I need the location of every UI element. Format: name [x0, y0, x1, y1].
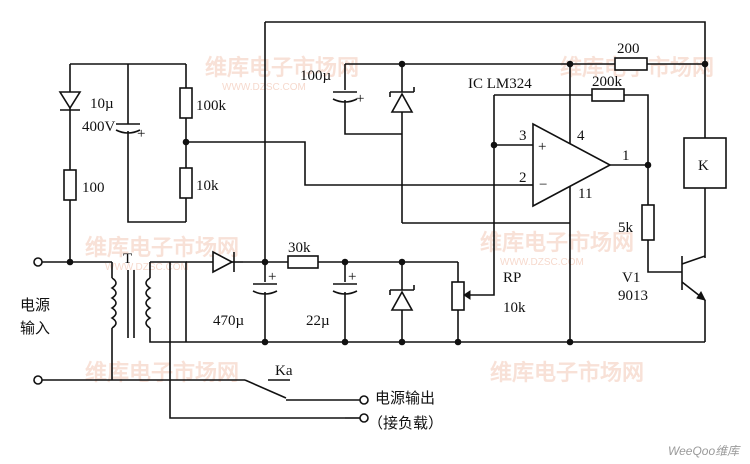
label-rp: RP [503, 270, 521, 286]
watermark-4: 维库电子市场网 [480, 230, 634, 256]
junction [398, 338, 406, 346]
resistor-10k [179, 167, 193, 199]
junction [398, 258, 406, 266]
label-rp-value: 10k [503, 300, 526, 316]
output-terminal-1 [359, 395, 369, 405]
brand-logo: WeeQoo维库 [668, 444, 741, 458]
label-r10k: 10k [196, 178, 219, 194]
transformer [110, 270, 152, 338]
resistor-100 [63, 169, 77, 201]
cap-100u-plus: + [356, 91, 364, 107]
capacitor-22u [332, 283, 358, 298]
watermark-5: 维库电子市场网 [85, 360, 239, 386]
label-c10u: 10µ [90, 96, 114, 112]
cap-22u-plus: + [348, 269, 356, 285]
junction [566, 338, 574, 346]
label-relay: K [698, 158, 709, 174]
junction [261, 338, 269, 346]
label-r30k: 30k [288, 240, 311, 256]
junctions [66, 60, 709, 346]
pin-2: 2 [519, 170, 527, 186]
watermarks: 维库电子市场网 WWW.DZSC.COM 维库电子市场网 维库电子市场网 WWW… [85, 55, 714, 386]
label-c470u: 470µ [213, 313, 245, 329]
junction [454, 338, 462, 346]
resistor-200 [614, 57, 648, 71]
resistor-5k [641, 204, 655, 241]
diode-input [58, 91, 82, 118]
input-terminal-2 [33, 375, 43, 385]
label-r100k: 100k [196, 98, 227, 114]
label-switch: Ka [275, 363, 293, 379]
junction [566, 60, 574, 68]
output-terminal-2 [359, 413, 369, 423]
resistor-30k [287, 255, 319, 269]
opamp-plus: + [538, 139, 546, 155]
watermark-6: 维库电子市场网 [490, 360, 644, 386]
zener-top [389, 87, 415, 113]
label-c10u-voltage: 400V [82, 119, 116, 135]
junction [644, 161, 652, 169]
label-c100u: 100µ [300, 68, 332, 84]
opamp-lm324 [520, 122, 612, 208]
input-terminal-1 [33, 257, 43, 267]
watermark-url-3: WWW.DZSC.COM [105, 262, 189, 273]
zener-bottom [389, 285, 415, 311]
transistor-v1 [681, 255, 706, 301]
junction [341, 258, 349, 266]
label-power-in-2: 输入 [20, 319, 50, 337]
label-r100: 100 [82, 180, 105, 196]
watermark-url-4: WWW.DZSC.COM [500, 257, 584, 268]
junction [261, 258, 269, 266]
capacitor-470u [252, 283, 278, 298]
label-transformer: T [123, 251, 132, 267]
label-v1: V1 [622, 270, 640, 286]
watermark-1: 维库电子市场网 [205, 55, 359, 81]
pin-3: 3 [519, 128, 527, 144]
pin-1: 1 [622, 148, 630, 164]
wires [42, 21, 706, 419]
label-c22u: 22µ [306, 313, 330, 329]
junction [701, 60, 709, 68]
pin-4: 4 [577, 128, 585, 144]
relay-coil [683, 137, 727, 189]
junction [66, 258, 74, 266]
resistor-200k [591, 88, 625, 102]
label-load: （接负载） [368, 414, 443, 432]
junction [490, 141, 498, 149]
watermark-url-1: WWW.DZSC.COM [222, 82, 306, 93]
label-power-out: 电源输出 [375, 389, 435, 407]
resistor-100k [179, 87, 193, 119]
label-r5k: 5k [618, 220, 634, 236]
label-ic: IC LM324 [468, 76, 532, 92]
potentiometer-rp [451, 281, 471, 311]
label-power-in-1: 电源 [20, 296, 50, 314]
label-r200k: 200k [592, 74, 623, 90]
label-r200: 200 [617, 41, 640, 57]
cap-470u-plus: + [268, 269, 276, 285]
pin-11: 11 [578, 186, 592, 202]
junction [398, 60, 406, 68]
junction [182, 138, 190, 146]
capacitor-100u [332, 91, 358, 106]
opamp-minus: − [539, 177, 547, 193]
capacitor-10u [115, 123, 141, 150]
diode-rectifier [212, 250, 243, 274]
label-v1-part: 9013 [618, 288, 648, 304]
cap-10u-plus: + [137, 126, 145, 142]
junction [341, 338, 349, 346]
